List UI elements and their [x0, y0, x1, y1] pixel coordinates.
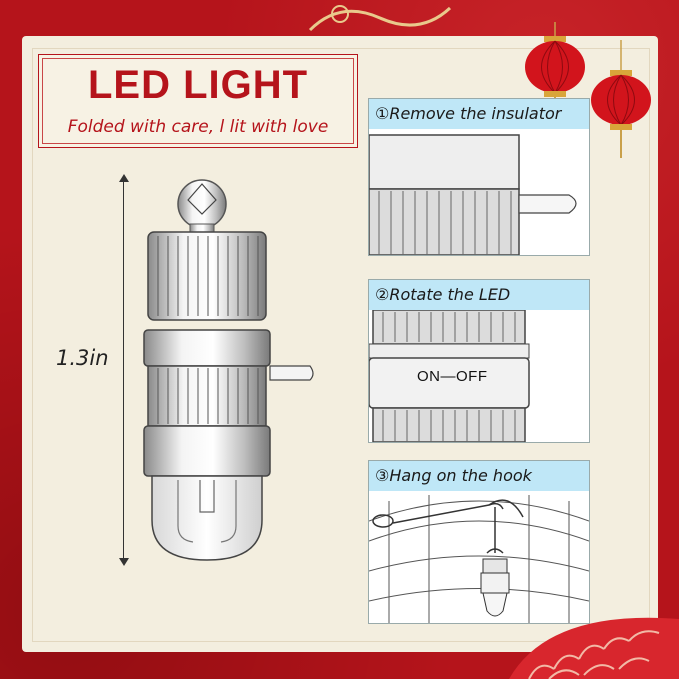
page-title: LED LIGHT [87, 63, 309, 107]
step-remove-insulator: ①Remove the insulator [368, 98, 590, 256]
switch-text: ON—OFF [417, 368, 488, 385]
dimension-arrow-top [119, 174, 129, 182]
dimension-arrow-bottom [119, 558, 129, 566]
cloud-swirl-decoration [308, 5, 452, 32]
step-hang-hook: ③Hang on the hook [368, 460, 590, 624]
rotate-illustration [369, 309, 530, 442]
step-label: ③Hang on the hook [369, 461, 589, 491]
step-label: ②Rotate the LED [369, 280, 589, 310]
dimension-line [123, 178, 124, 562]
lantern-icon [591, 40, 651, 158]
led-light-icon [143, 179, 314, 561]
wave-decoration [509, 617, 679, 679]
step-label: ①Remove the insulator [369, 99, 589, 129]
step-rotate-led: ON—OFF ②Rotate the LED [368, 279, 590, 443]
hook-icon [369, 495, 589, 623]
title-box: LED LIGHT Folded with care, l lit with l… [38, 54, 358, 148]
panel-border [32, 48, 650, 642]
page-subtitle: Folded with care, l lit with love [67, 117, 329, 137]
dimension-label: 1.3in [56, 346, 109, 370]
insulator-illustration [369, 134, 577, 255]
